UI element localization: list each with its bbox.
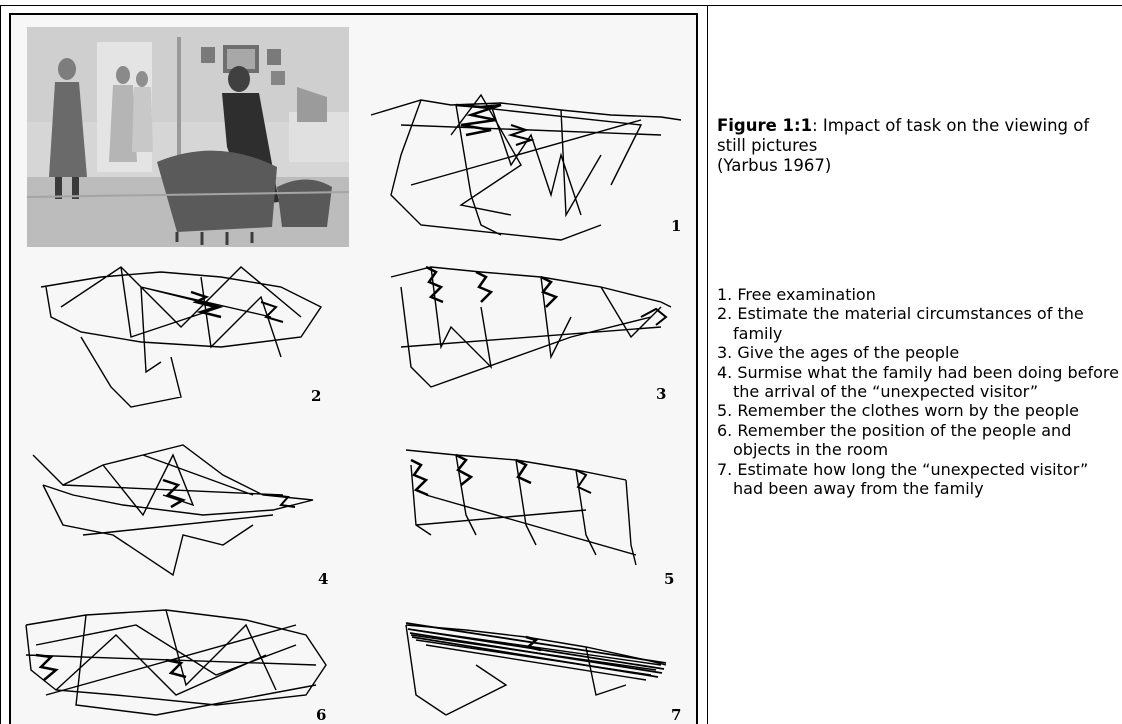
column-divider [707, 5, 708, 724]
eye-trace-5 [386, 425, 691, 595]
eye-trace-2 [21, 247, 351, 412]
figure-caption: Figure 1:1: Impact of task on the viewin… [717, 116, 1117, 176]
figure-label: Figure 1:1 [717, 116, 812, 135]
trace-1: 1 [361, 75, 691, 245]
table-top-border [0, 5, 1122, 6]
eye-trace-1 [361, 75, 691, 245]
task-list: 1. Free examination 2. Estimate the mate… [717, 285, 1119, 498]
task-item-1: 1. Free examination [717, 285, 1119, 304]
eye-trace-6 [16, 595, 346, 724]
painting-image [27, 27, 349, 247]
trace-number-1: 1 [671, 217, 681, 235]
trace-number-7: 7 [671, 706, 681, 724]
figure-source: (Yarbus 1967) [717, 156, 831, 175]
trace-number-3: 3 [656, 385, 666, 403]
trace-3: 3 [371, 247, 691, 412]
task-item-5: 5. Remember the clothes worn by the peop… [717, 401, 1119, 420]
trace-number-6: 6 [316, 706, 326, 724]
trace-7: 7 [386, 595, 691, 724]
table-left-border [0, 5, 1, 724]
task-item-2: 2. Estimate the material circumstances o… [717, 304, 1119, 343]
eye-trace-7 [386, 595, 691, 724]
trace-2: 2 [21, 247, 351, 412]
task-item-7: 7. Estimate how long the “unexpected vis… [717, 460, 1119, 499]
task-item-6: 6. Remember the position of the people a… [717, 421, 1119, 460]
task-item-3: 3. Give the ages of the people [717, 343, 1119, 362]
trace-number-2: 2 [311, 387, 321, 405]
figure-panel: 1 2 3 4 [9, 13, 698, 724]
trace-5: 5 [386, 425, 691, 595]
task-item-4: 4. Surmise what the family had been doin… [717, 363, 1119, 402]
trace-4: 4 [23, 425, 353, 595]
trace-number-5: 5 [664, 570, 674, 588]
eye-trace-4 [23, 425, 353, 595]
trace-number-4: 4 [318, 570, 328, 588]
trace-6: 6 [16, 595, 346, 724]
eye-trace-3 [371, 247, 691, 412]
